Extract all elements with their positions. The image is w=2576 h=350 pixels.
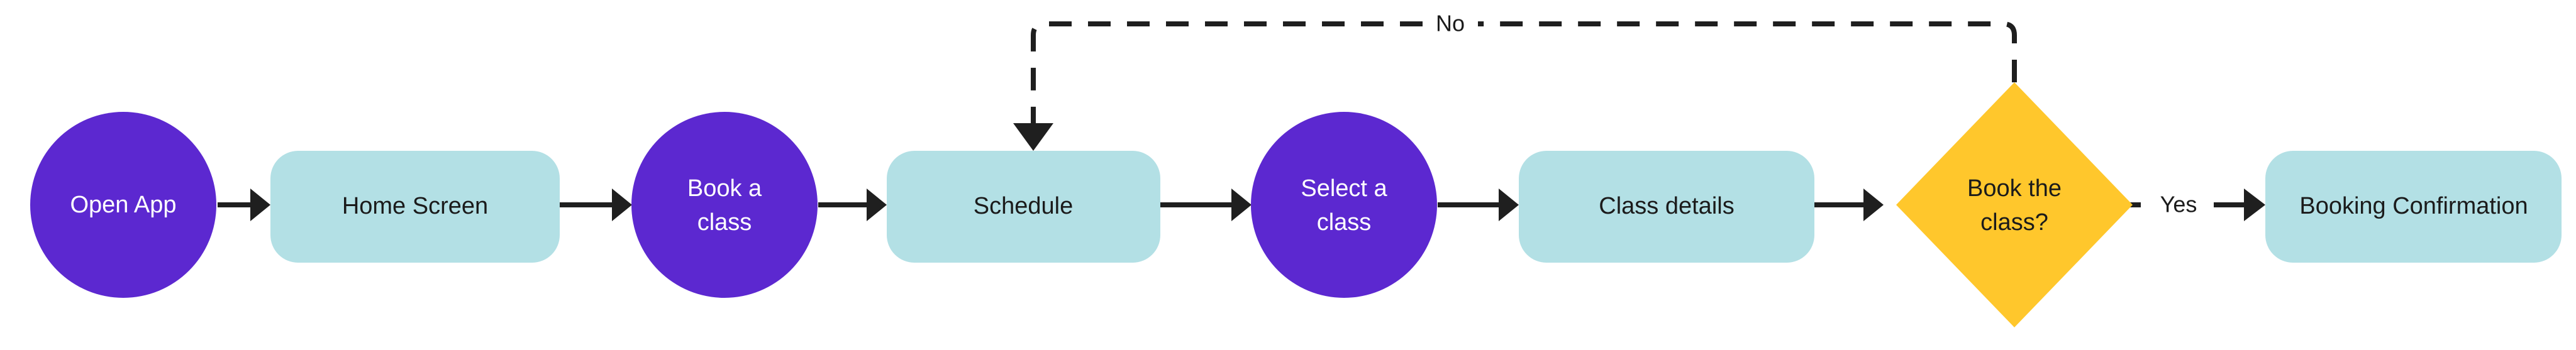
node-label-select-a-class-line2: class xyxy=(1317,209,1372,236)
node-schedule[interactable]: Schedule xyxy=(887,151,1160,263)
node-shape-circle[interactable] xyxy=(30,112,216,298)
edge-book-the-class-to-booking-confirmation: Yes xyxy=(2120,189,2265,221)
node-label-select-a-class-line1: Select a xyxy=(1301,175,1387,202)
edge-select-a-class-to-class-details xyxy=(1438,189,1519,221)
node-shape-rounded-rect[interactable] xyxy=(270,151,560,263)
edge-class-details-to-book-the-class xyxy=(1814,189,1884,221)
node-label-booking-confirmation: Booking Confirmation xyxy=(2299,193,2528,219)
node-shape-rounded-rect[interactable] xyxy=(2265,151,2562,263)
arrow-head-icon xyxy=(250,189,270,221)
node-label-class-details: Class details xyxy=(1599,193,1734,219)
edge-schedule-to-select-a-class xyxy=(1160,189,1252,221)
node-select-a-class[interactable]: Select a class xyxy=(1251,112,1437,298)
edge-home-screen-to-book-a-class xyxy=(560,189,632,221)
node-label-schedule: Schedule xyxy=(974,193,1073,219)
node-label-book-a-class-line1: Book a xyxy=(687,175,762,202)
node-shape-diamond[interactable] xyxy=(1896,82,2133,327)
edge-label-no: No xyxy=(1436,11,1465,36)
node-open-app[interactable]: Open App xyxy=(30,112,216,298)
edge-open-app-to-home-screen xyxy=(218,189,270,221)
node-label-book-a-class-line2: class xyxy=(697,209,752,236)
arrow-head-icon xyxy=(1231,189,1252,221)
edge-book-the-class-to-schedule-no: No xyxy=(1013,11,2017,151)
arrow-head-icon xyxy=(612,189,632,221)
arrow-head-icon xyxy=(2244,189,2265,221)
node-booking-confirmation[interactable]: Booking Confirmation xyxy=(2265,151,2562,263)
edge-line-dashed xyxy=(1031,21,1423,126)
node-home-screen[interactable]: Home Screen xyxy=(270,151,560,263)
node-shape-circle[interactable] xyxy=(1251,112,1437,298)
nodes-layer: Open App Home Screen Book a class Schedu… xyxy=(30,82,2562,327)
node-shape-rounded-rect[interactable] xyxy=(887,151,1160,263)
edge-line-dashed xyxy=(1478,21,2017,82)
node-label-book-the-class-line2: class? xyxy=(1980,209,2048,236)
node-book-a-class[interactable]: Book a class xyxy=(631,112,818,298)
arrow-head-icon xyxy=(867,189,887,221)
node-class-details[interactable]: Class details xyxy=(1519,151,1814,263)
node-label-open-app: Open App xyxy=(70,192,176,218)
arrow-head-icon xyxy=(1499,189,1519,221)
edge-label-yes: Yes xyxy=(2160,192,2197,217)
arrow-head-icon xyxy=(1863,189,1884,221)
node-shape-rounded-rect[interactable] xyxy=(1519,151,1814,263)
edge-book-a-class-to-schedule xyxy=(818,189,887,221)
node-label-home-screen: Home Screen xyxy=(342,193,488,219)
node-label-book-the-class-line1: Book the xyxy=(1967,175,2062,202)
node-book-the-class-decision[interactable]: Book the class? xyxy=(1896,82,2133,327)
node-shape-circle[interactable] xyxy=(631,112,818,298)
arrow-head-icon xyxy=(1013,123,1053,151)
